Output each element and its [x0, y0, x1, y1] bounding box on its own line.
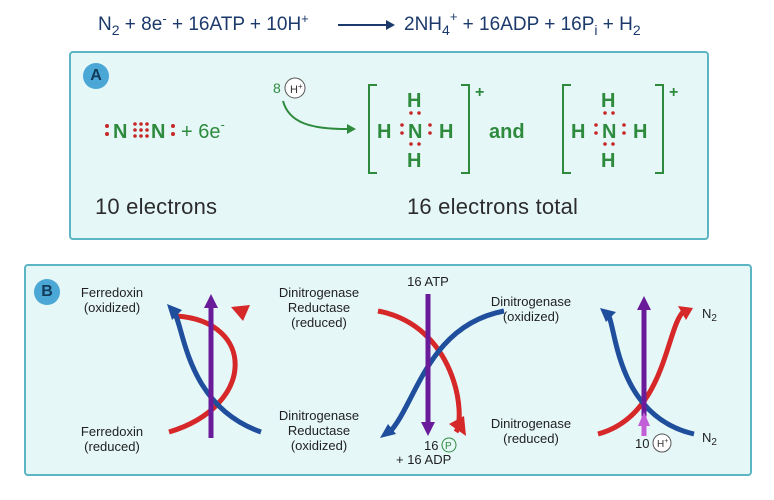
panel-b: B	[24, 264, 752, 476]
ammonium-structure-1: + H H N H H	[368, 84, 484, 174]
svg-text:H: H	[377, 121, 391, 143]
eq-nh: 2NH	[404, 14, 442, 35]
svg-text:N2 + 8e- + 16ATP + 10H+: N2 + 8e- + 16ATP + 10H+	[98, 11, 309, 38]
svg-text:P: P	[445, 441, 452, 452]
phosphate-badge: P	[441, 437, 457, 453]
proton-curved-arrow	[282, 100, 348, 130]
svg-text:2NH4+ + 16ADP + 16Pi + H2: 2NH4+ + 16ADP + 16Pi + H2	[404, 9, 641, 38]
panel-a-badge: A	[83, 63, 109, 89]
svg-text:H+: H+	[657, 438, 668, 450]
reductase-reduced-label: Dinitrogenase Reductase (reduced)	[278, 285, 360, 330]
eq-plus-charge: +	[301, 11, 309, 26]
svg-text:H: H	[407, 150, 421, 172]
svg-text:H: H	[571, 121, 585, 143]
overall-equation: N2 + 8e- + 16ATP + 10H+ 2NH4+ + 16ADP + …	[98, 9, 641, 38]
panel-b-badge: B	[34, 279, 60, 305]
svg-text:+: +	[475, 84, 484, 101]
dinitrogen-lewis: N N	[105, 121, 175, 143]
reductase-oxidized-label: Dinitrogenase Reductase (oxidized)	[278, 408, 360, 453]
n-atom-left: N	[113, 121, 127, 143]
reaction-arrow	[338, 20, 395, 30]
svg-text:N: N	[602, 121, 616, 143]
svg-text:H: H	[407, 90, 421, 112]
eq-8e: + 8e	[120, 14, 163, 35]
electrons-right-label: 16 electrons total	[407, 194, 579, 219]
coupled-reaction-1	[167, 294, 262, 438]
svg-text:+: +	[669, 84, 678, 101]
n2-bottom-label: N2	[702, 430, 717, 448]
svg-text:N: N	[408, 121, 422, 143]
panel-b-drawing: 16 P + 16 ADP 10 H+ N2 N2	[167, 294, 717, 467]
svg-text:H: H	[601, 90, 615, 112]
pi-count: 16	[424, 438, 438, 453]
ferredoxin-reduced-label: Ferredoxin (reduced)	[80, 424, 144, 454]
h-count: 10	[635, 436, 649, 451]
dinitrogenase-oxidized-label: Dinitrogenase (oxidized)	[490, 294, 572, 324]
atp-label: 16 ATP	[407, 274, 449, 289]
eq-n: N	[98, 14, 112, 35]
proton-count: 8	[273, 80, 281, 96]
eq-pi-sub: i	[594, 22, 597, 38]
svg-text:H: H	[633, 121, 647, 143]
plus-6e-label: + 6e-	[181, 117, 225, 143]
svg-text:H: H	[439, 121, 453, 143]
electrons-left-label: 10 electrons	[95, 194, 218, 219]
proton-badge: H+	[284, 77, 306, 99]
n2-top-label: N2	[702, 306, 717, 324]
ferredoxin-oxidized-label: Ferredoxin (oxidized)	[80, 285, 144, 315]
eq-minus: -	[162, 11, 166, 26]
svg-text:H: H	[601, 150, 615, 172]
eq-nh-sub: 4	[442, 22, 450, 38]
eq-atp-h: + 16ATP + 10H	[167, 14, 302, 35]
adp-label: + 16 ADP	[396, 452, 451, 467]
panel-a-drawing: N N + 6e- 8 H+ + H H N H H	[105, 77, 678, 174]
and-label: and	[489, 121, 525, 143]
panel-a: A N N + 6e- 8 H+ + H H N	[69, 51, 709, 240]
svg-text:H+: H+	[290, 82, 303, 96]
eq-h-sub: 2	[633, 22, 641, 38]
eq-n-sub: 2	[112, 22, 120, 38]
h-badge: H+	[652, 433, 672, 453]
coupled-reaction-3	[597, 296, 695, 437]
n-atom-right: N	[151, 121, 165, 143]
coupled-reaction-2	[377, 294, 505, 438]
eq-nh-charge: +	[450, 9, 458, 24]
eq-adp-p: + 16ADP + 16P	[457, 14, 594, 35]
ammonium-structure-2: + H H N H H	[562, 84, 678, 174]
dinitrogenase-reduced-label: Dinitrogenase (reduced)	[490, 416, 572, 446]
eq-h: + H	[598, 14, 633, 35]
